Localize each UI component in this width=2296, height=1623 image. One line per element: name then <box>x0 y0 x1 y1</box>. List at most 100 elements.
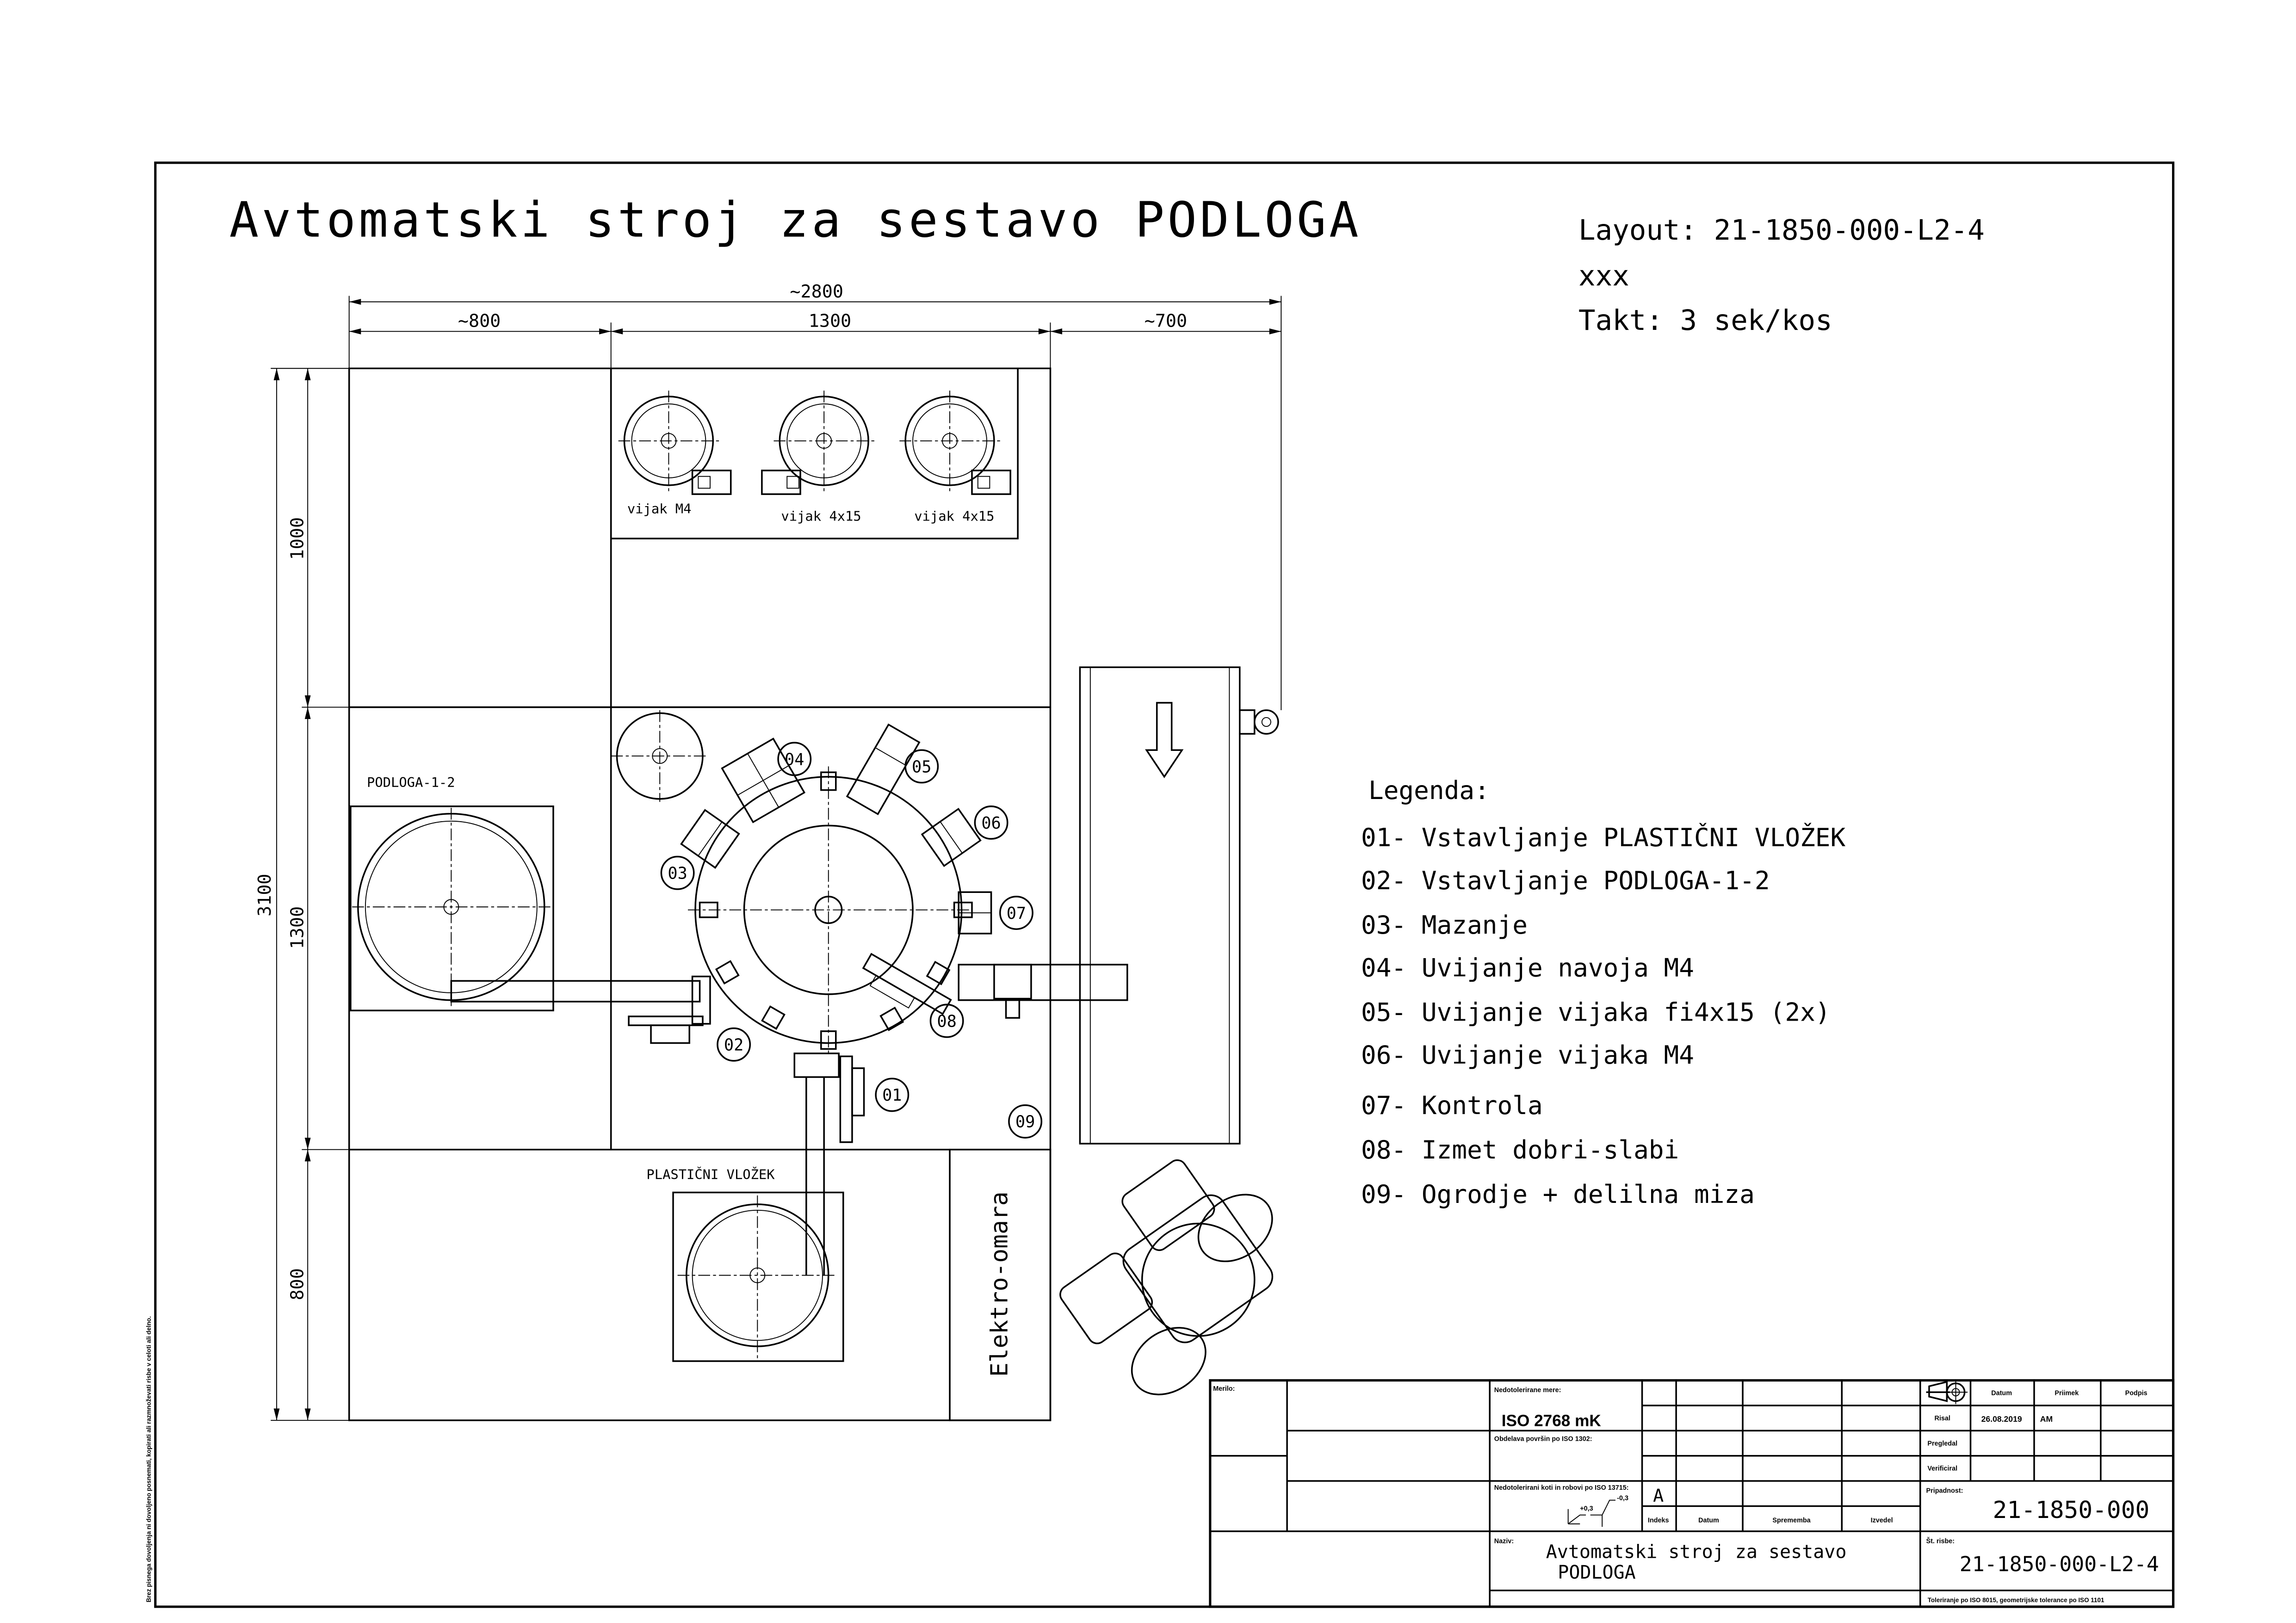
rev-header-date: Datum <box>1698 1517 1719 1524</box>
legend-item: 05- Uvijanje vijaka fi4x15 (2x) <box>1361 997 1831 1027</box>
svg-text:03: 03 <box>668 864 687 883</box>
legend-item: 03- Mazanje <box>1361 911 1528 940</box>
plastic-feeder-label: PLASTIČNI VLOŽEK <box>646 1167 775 1183</box>
svg-text:05: 05 <box>912 757 931 776</box>
svg-text:01: 01 <box>882 1086 902 1105</box>
margin-note: Brez pisnega dovoljenja ni dovoljeno pos… <box>145 1316 152 1602</box>
drawing-name-line1: Avtomatski stroj za sestavo <box>1546 1541 1847 1562</box>
horizontal-dimensions: ~2800 ~800 1300 ~700 <box>348 281 1282 710</box>
belongs-label: Pripadnost: <box>1926 1487 1963 1495</box>
plastic-insert-feeder: PLASTIČNI VLOŽEK <box>646 1077 844 1362</box>
edge-plus: +0,3 <box>1580 1505 1593 1512</box>
station-07-unit <box>958 891 992 935</box>
operator-chair <box>1059 1159 1274 1395</box>
svg-text:06: 06 <box>981 814 1001 833</box>
role-drawn: Risal <box>1935 1415 1950 1422</box>
balloon-05: 05 <box>904 749 939 784</box>
balloon-06: 06 <box>974 805 1009 840</box>
dim-overall-height: 3100 <box>254 873 275 916</box>
balloon-01: 01 <box>875 1078 910 1112</box>
svg-text:07: 07 <box>1007 904 1026 923</box>
podloga-feeder-label: PODLOGA-1-2 <box>367 774 455 790</box>
feeder-label-m4: vijak M4 <box>627 501 692 517</box>
balloon-07: 07 <box>999 896 1034 930</box>
conveyor-direction-arrow-icon <box>1145 702 1184 779</box>
station-01-unit <box>793 1053 865 1143</box>
drawing-no-value: 21-1850-000-L2-4 <box>1960 1552 2159 1576</box>
station-05-unit <box>846 723 921 815</box>
feeder-label-4x15-a: vijak 4x15 <box>781 508 861 524</box>
footer-note: Toleriranje po ISO 8015, geometrijske to… <box>1928 1597 2104 1604</box>
edges-label: Nedotolerirani koti in robovi po ISO 137… <box>1494 1484 1629 1492</box>
legend-item: 09- Ogrodje + delilna miza <box>1361 1180 1755 1209</box>
dim-overall-width: ~2800 <box>790 281 843 302</box>
edge-symbol-icon <box>1567 1499 1616 1527</box>
electrical-cabinet-label: Elektro-omara <box>986 1192 1014 1377</box>
balloon-08: 08 <box>929 1004 964 1038</box>
podloga-feeder: PODLOGA-1-2 <box>350 774 701 1011</box>
station-04-unit <box>721 737 806 824</box>
balloon-03: 03 <box>660 855 695 890</box>
svg-text:02: 02 <box>724 1035 743 1054</box>
sign-header-date: Datum <box>1991 1390 2012 1397</box>
tolerance-label: Nedotolerirane mere: <box>1494 1387 1561 1394</box>
scale-label: Merilo: <box>1213 1385 1235 1393</box>
screw-feeder-4x15-a <box>761 390 874 495</box>
drawing-frame <box>154 161 2175 1608</box>
legend-item: 06- Uvijanje vijaka M4 <box>1361 1041 1694 1070</box>
dim-width-middle: 1300 <box>809 311 851 332</box>
screw-feeder-4x15-b <box>899 390 1011 495</box>
legend-item: 08- Izmet dobri-slabi <box>1361 1135 1679 1165</box>
legend-item: 07- Kontrola <box>1361 1091 1543 1120</box>
legend-item: 02- Vstavljanje PODLOGA-1-2 <box>1361 866 1770 895</box>
electrical-cabinet <box>949 1148 1052 1421</box>
legend: Legenda: 01- Vstavljanje PLASTIČNI VLOŽE… <box>1361 776 1846 1209</box>
balloon-04: 04 <box>777 742 812 776</box>
svg-text:04: 04 <box>785 750 804 769</box>
drawing-no-label: Št. risbe: <box>1926 1536 1955 1545</box>
sign-header-signature: Podpis <box>2125 1390 2147 1397</box>
dim-width-right: ~700 <box>1145 311 1187 332</box>
station-03-unit <box>680 809 740 869</box>
edge-minus: -0,3 <box>1617 1495 1628 1502</box>
belongs-value: 21-1850-000 <box>1993 1497 2150 1524</box>
drawn-date: 26.08.2019 <box>1981 1414 2022 1424</box>
rotary-index-table <box>628 723 992 1143</box>
surface-label: Obdelava površin po ISO 1302: <box>1494 1436 1592 1443</box>
screw-feeder-m4 <box>618 390 732 495</box>
station-08-unit <box>862 953 952 1015</box>
dim-height-top: 1000 <box>287 517 308 560</box>
rev-header-index: Indeks <box>1648 1517 1669 1524</box>
page-title: Avtomatski stroj za sestavo PODLOGA <box>229 192 1362 248</box>
layout-number: Layout: 21-1850-000-L2-4 <box>1578 214 1985 247</box>
legend-title: Legenda: <box>1368 776 1490 805</box>
station-06-unit <box>921 807 982 867</box>
role-verified: Verificiral <box>1927 1465 1957 1473</box>
drawn-by: AM <box>2040 1414 2053 1424</box>
projection-symbol-icon <box>1926 1380 1968 1404</box>
tolerance-value: ISO 2768 mK <box>1502 1412 1602 1430</box>
takt-text: Takt: 3 sek/kos <box>1578 304 1832 337</box>
dim-height-bottom: 800 <box>287 1268 308 1300</box>
dim-width-left: ~800 <box>458 311 501 332</box>
station-balloons: 01 02 03 04 05 06 07 08 09 <box>660 742 1043 1139</box>
output-transfer <box>958 964 1128 1019</box>
svg-text:09: 09 <box>1015 1113 1035 1132</box>
legend-item: 04- Uvijanje navoja M4 <box>1361 954 1694 983</box>
drawing-name-line2: PODLOGA <box>1558 1562 1635 1583</box>
role-checked: Pregledal <box>1927 1440 1957 1447</box>
name-label: Naziv: <box>1494 1537 1514 1545</box>
dim-height-middle: 1300 <box>287 906 308 949</box>
sign-header-name: Priimek <box>2055 1390 2079 1397</box>
rev-header-change: Sprememba <box>1772 1517 1811 1524</box>
svg-text:08: 08 <box>937 1012 956 1031</box>
balloon-09: 09 <box>1008 1104 1043 1139</box>
vertical-dimensions: 3100 1000 1300 800 <box>254 368 349 1421</box>
placeholder-text: xxx <box>1578 260 1629 292</box>
station-02-unit <box>628 975 711 1044</box>
machine-footprint: Elektro-omara <box>348 367 1052 1421</box>
legend-item: 01- Vstavljanje PLASTIČNI VLOŽEK <box>1361 823 1846 852</box>
feeder-label-4x15-b: vijak 4x15 <box>914 508 994 524</box>
rev-header-author: Izvedel <box>1871 1517 1893 1524</box>
